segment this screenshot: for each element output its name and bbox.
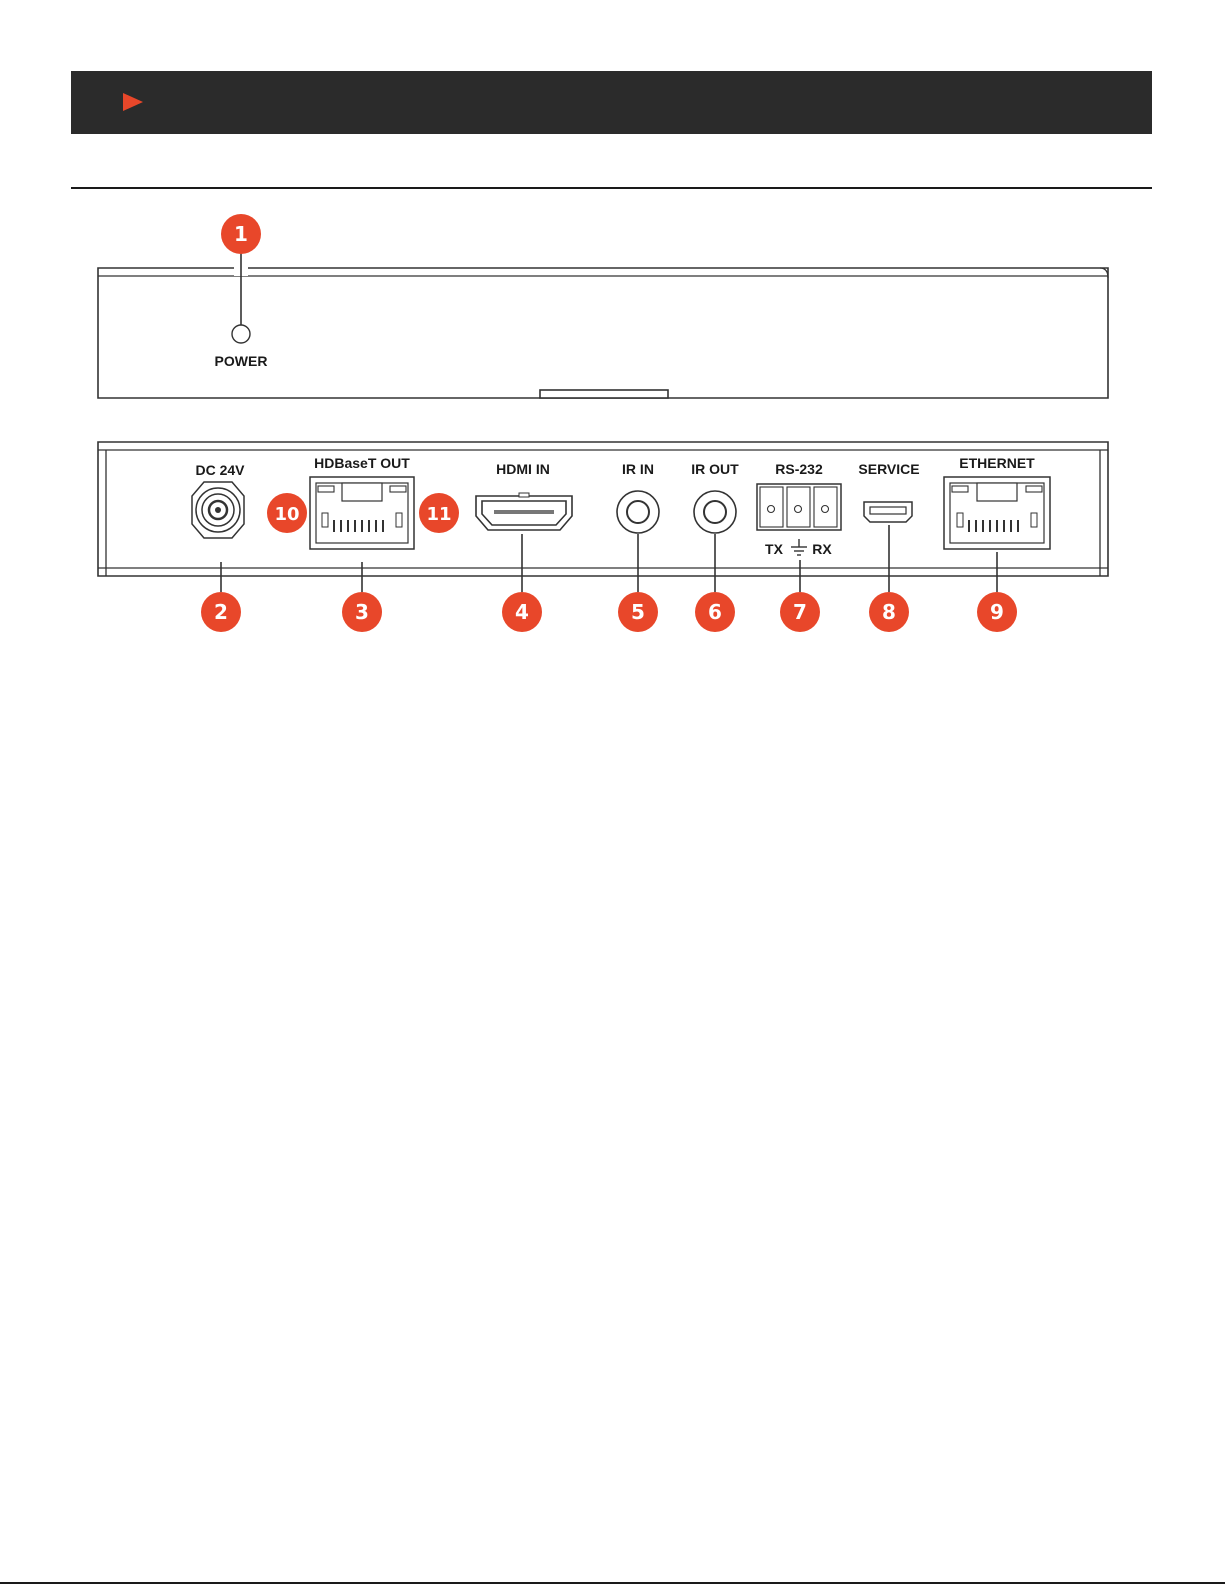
callout-9: 9 — [977, 592, 1017, 632]
power-label: POWER — [215, 353, 268, 369]
svg-text:8: 8 — [882, 600, 896, 624]
callout-3: 3 — [342, 592, 382, 632]
service-usb-port-icon — [864, 502, 912, 522]
svg-text:10: 10 — [274, 504, 299, 525]
svg-text:7: 7 — [793, 600, 807, 624]
svg-text:6: 6 — [708, 600, 722, 624]
device-panel-diagram: POWER DC 24V — [0, 200, 1225, 650]
callout-7: 7 — [780, 592, 820, 632]
hdmi-in-label: HDMI IN — [496, 461, 550, 477]
callout-1: 1 — [221, 214, 261, 254]
ir-out-label: IR OUT — [691, 461, 739, 477]
rs232-label: RS-232 — [775, 461, 823, 477]
ethernet-label: ETHERNET — [959, 455, 1035, 471]
svg-text:11: 11 — [426, 504, 451, 525]
section-header-bar — [71, 71, 1152, 134]
ir-out-jack-icon — [694, 491, 736, 533]
svg-text:2: 2 — [214, 600, 228, 624]
rs232-rx-label: RX — [812, 541, 832, 557]
callout-5: 5 — [618, 592, 658, 632]
rs232-tx-label: TX — [765, 541, 784, 557]
rear-panel: DC 24V HDBaseT OUT HDMI IN — [98, 442, 1108, 592]
svg-text:9: 9 — [990, 600, 1004, 624]
hdbaset-out-port-icon — [310, 477, 414, 549]
callout-4: 4 — [502, 592, 542, 632]
dc-24v-label: DC 24V — [195, 462, 245, 478]
service-label: SERVICE — [858, 461, 919, 477]
play-icon — [123, 93, 143, 111]
page-bottom-rule — [0, 1582, 1225, 1584]
svg-text:5: 5 — [631, 600, 645, 624]
front-panel: POWER — [98, 250, 1108, 398]
callout-10: 10 — [267, 493, 307, 533]
callout-11: 11 — [419, 493, 459, 533]
hdmi-in-port-icon — [476, 493, 572, 530]
ir-in-label: IR IN — [622, 461, 654, 477]
rs232-terminal-icon — [757, 484, 841, 530]
callout-8: 8 — [869, 592, 909, 632]
ir-in-jack-icon — [617, 491, 659, 533]
section-divider — [71, 187, 1152, 189]
hdbaset-out-label: HDBaseT OUT — [314, 455, 410, 471]
dc-24v-jack-icon — [192, 482, 244, 538]
callout-6: 6 — [695, 592, 735, 632]
svg-text:3: 3 — [355, 600, 369, 624]
ethernet-port-icon — [944, 477, 1050, 549]
callout-2: 2 — [201, 592, 241, 632]
svg-text:1: 1 — [234, 222, 248, 246]
svg-text:4: 4 — [515, 600, 529, 624]
power-led-icon — [232, 325, 250, 343]
